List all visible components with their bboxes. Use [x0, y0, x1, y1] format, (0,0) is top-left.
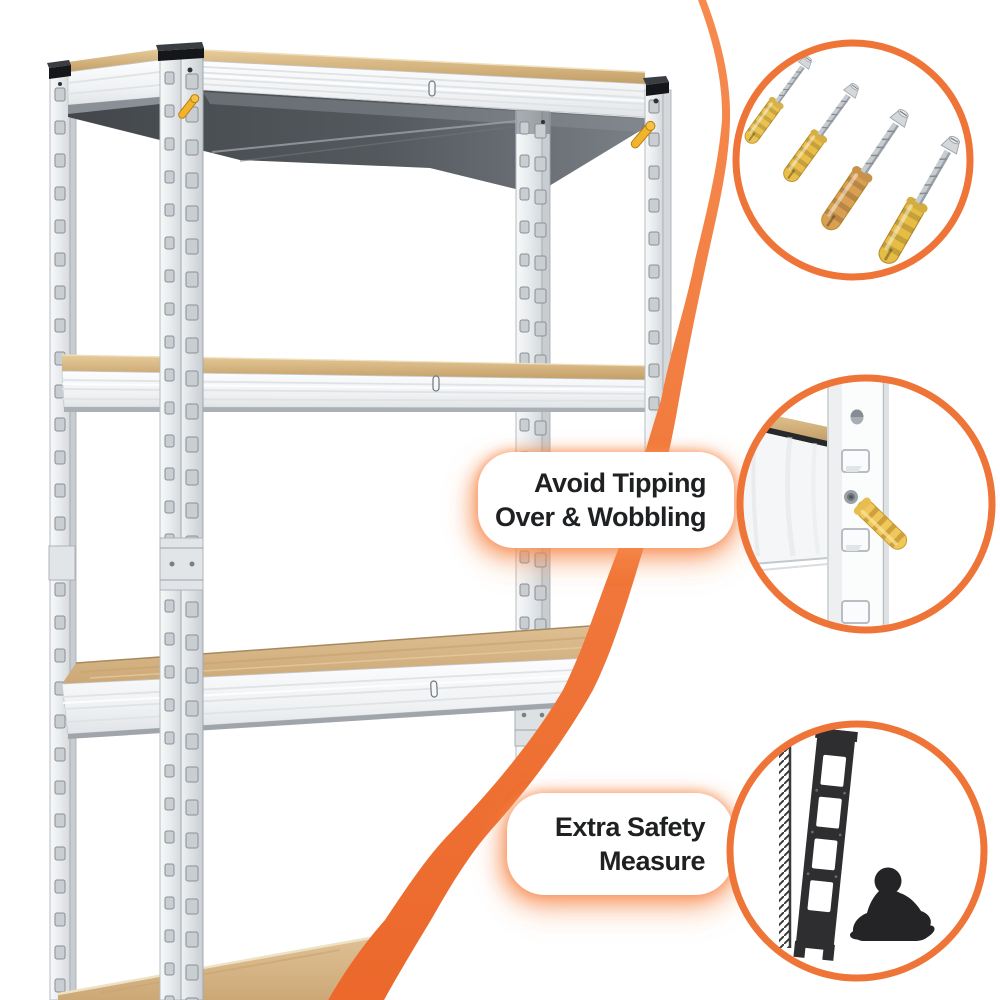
rack-strapped-to-wall-child-icon	[779, 727, 935, 961]
child-silhouette	[850, 867, 935, 941]
shelf-clip	[178, 94, 656, 149]
post-cap	[47, 42, 669, 96]
safety-label-line2: Measure	[598, 846, 706, 876]
safety-label-box	[507, 793, 733, 895]
tipping-label-line1: Avoid Tipping	[534, 468, 706, 498]
anchor-bolted-post-closeup-icon	[740, 378, 908, 630]
rack-post-front-left	[159, 51, 204, 1000]
callout-circle-tipping	[736, 374, 996, 634]
tipping-label-line2: Over & Wobbling	[494, 502, 707, 532]
callout-circle-safety	[726, 720, 988, 982]
safety-label: Extra Safety Measure	[507, 793, 733, 895]
shelf-top	[67, 49, 646, 118]
shelf-second	[61, 354, 659, 412]
tipping-label: Avoid Tipping Over & Wobbling	[478, 452, 734, 548]
safety-label-line1: Extra Safety	[554, 812, 706, 842]
rack-post-back-left	[48, 71, 77, 1000]
tipping-label-box	[478, 452, 734, 548]
callout-circle-anchors	[732, 39, 974, 281]
